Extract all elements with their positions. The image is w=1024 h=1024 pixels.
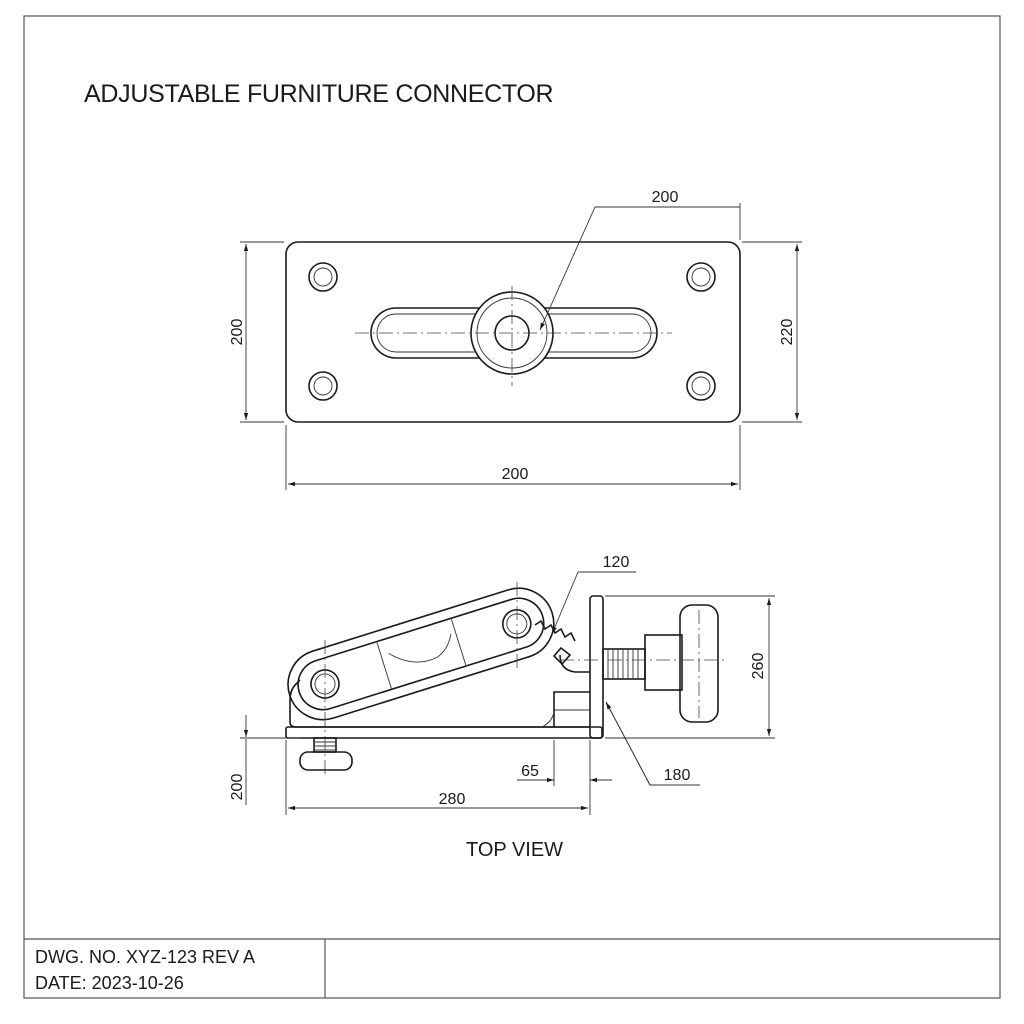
block [553, 691, 590, 727]
vertical-plate [589, 595, 604, 739]
dim-offset: 65 [521, 763, 539, 780]
leveling-foot [299, 751, 353, 771]
mounting-plate [285, 241, 741, 423]
dim-left: 200 [229, 319, 246, 346]
drawing-title: ADJUSTABLE FURNITURE CONNECTOR [84, 80, 554, 108]
mounting-holes [308, 262, 716, 401]
dim-leader-top: 120 [603, 554, 630, 571]
dim-length: 280 [439, 791, 466, 808]
plan-view: 200 200 220 200 [229, 189, 802, 490]
adjustment-knob [679, 604, 719, 723]
threaded-rod [602, 648, 646, 680]
dim-top: 200 [652, 189, 679, 206]
base-plate [285, 726, 603, 739]
dim-height-left: 200 [229, 774, 246, 801]
drawing-frame [23, 15, 1001, 999]
adjustable-arm [287, 587, 555, 721]
view-label: TOP VIEW [466, 839, 564, 861]
dim-bottom: 200 [502, 466, 529, 483]
dim-height-right: 260 [750, 653, 767, 680]
dim-right: 220 [779, 319, 796, 346]
drawing-number: DWG. NO. XYZ-123 REV A [35, 947, 256, 967]
drawing-date: DATE: 2023-10-26 [35, 973, 184, 993]
side-view: 120 260 180 65 280 200 [229, 554, 775, 815]
collar [644, 634, 683, 691]
dim-leader-right: 180 [664, 767, 691, 784]
